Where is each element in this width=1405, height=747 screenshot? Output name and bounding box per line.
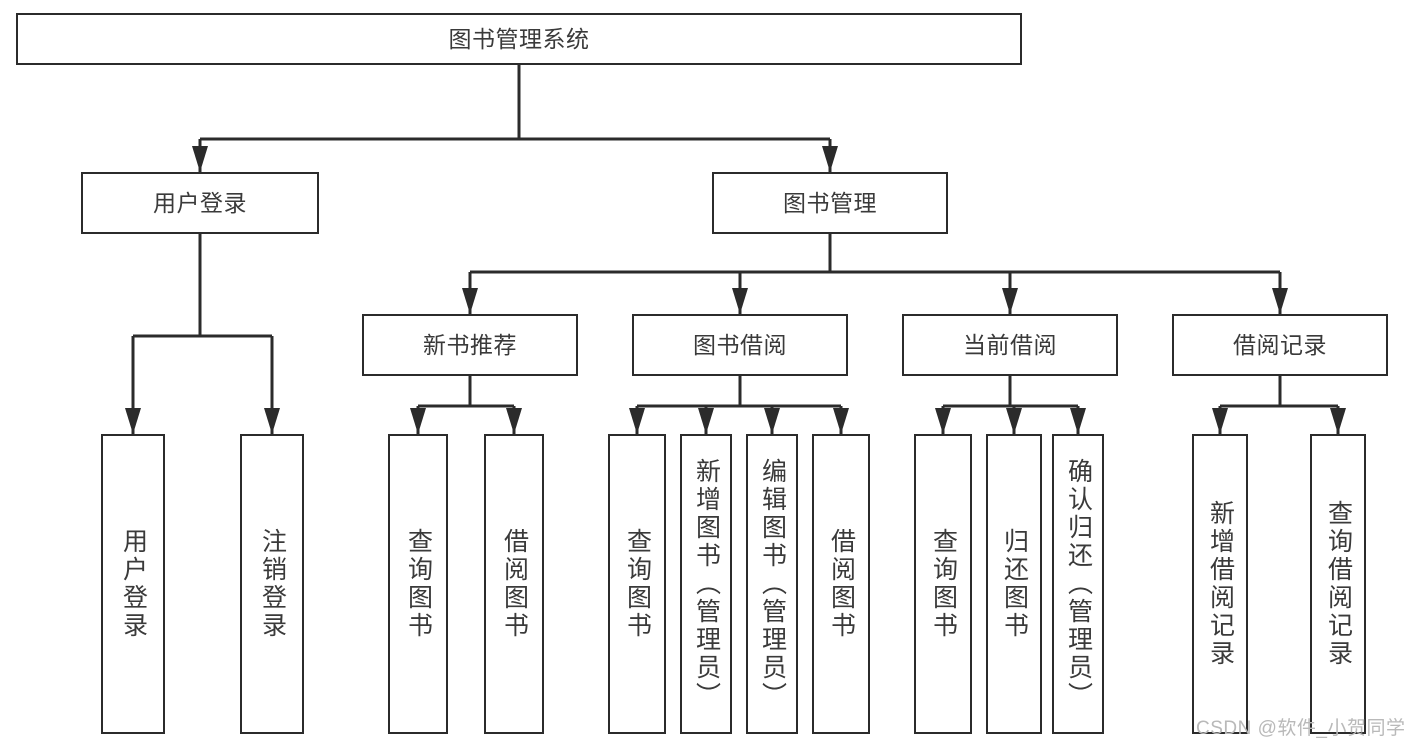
leaf-query-book-current[interactable]: 查询图书 xyxy=(914,434,972,734)
node-label: 用户登录 xyxy=(153,189,247,216)
node-label: 借阅图书 xyxy=(827,528,856,640)
node-label: 新增图书（管理员） xyxy=(692,458,721,710)
leaf-logout[interactable]: 注销登录 xyxy=(240,434,304,734)
node-label: 查询图书 xyxy=(929,528,958,640)
leaf-query-book-borrow[interactable]: 查询图书 xyxy=(608,434,666,734)
node-label: 图书管理系统 xyxy=(448,25,590,52)
node-label: 确认归还（管理员） xyxy=(1064,458,1093,710)
node-label: 注销登录 xyxy=(258,528,287,640)
node-label: 编辑图书（管理员） xyxy=(758,458,787,710)
node-root[interactable]: 图书管理系统 xyxy=(16,13,1022,65)
node-label: 归还图书 xyxy=(1000,528,1029,640)
node-label: 新增借阅记录 xyxy=(1206,500,1235,668)
leaf-query-book-recommend[interactable]: 查询图书 xyxy=(388,434,448,734)
node-book-management[interactable]: 图书管理 xyxy=(712,172,948,234)
node-label: 用户登录 xyxy=(119,528,148,640)
leaf-query-borrow-record[interactable]: 查询借阅记录 xyxy=(1310,434,1366,734)
node-user-login[interactable]: 用户登录 xyxy=(81,172,319,234)
node-label: 借阅记录 xyxy=(1233,331,1327,358)
node-label: 借阅图书 xyxy=(500,528,529,640)
node-label: 图书借阅 xyxy=(693,331,787,358)
node-label: 查询图书 xyxy=(404,528,433,640)
node-current-borrow[interactable]: 当前借阅 xyxy=(902,314,1118,376)
node-book-borrow[interactable]: 图书借阅 xyxy=(632,314,848,376)
node-label: 当前借阅 xyxy=(963,331,1057,358)
leaf-confirm-return-admin[interactable]: 确认归还（管理员） xyxy=(1052,434,1104,734)
leaf-user-login[interactable]: 用户登录 xyxy=(101,434,165,734)
node-new-book-recommend[interactable]: 新书推荐 xyxy=(362,314,578,376)
leaf-add-book-admin[interactable]: 新增图书（管理员） xyxy=(680,434,732,734)
node-label: 新书推荐 xyxy=(423,331,517,358)
node-borrow-record[interactable]: 借阅记录 xyxy=(1172,314,1388,376)
node-label: 查询借阅记录 xyxy=(1324,500,1353,668)
node-label: 图书管理 xyxy=(783,189,877,216)
leaf-add-borrow-record[interactable]: 新增借阅记录 xyxy=(1192,434,1248,734)
watermark: CSDN @软件_小贺同学 xyxy=(1196,718,1405,739)
leaf-borrow-book[interactable]: 借阅图书 xyxy=(812,434,870,734)
leaf-borrow-book-recommend[interactable]: 借阅图书 xyxy=(484,434,544,734)
leaf-return-book[interactable]: 归还图书 xyxy=(986,434,1042,734)
leaf-edit-book-admin[interactable]: 编辑图书（管理员） xyxy=(746,434,798,734)
node-label: 查询图书 xyxy=(623,528,652,640)
